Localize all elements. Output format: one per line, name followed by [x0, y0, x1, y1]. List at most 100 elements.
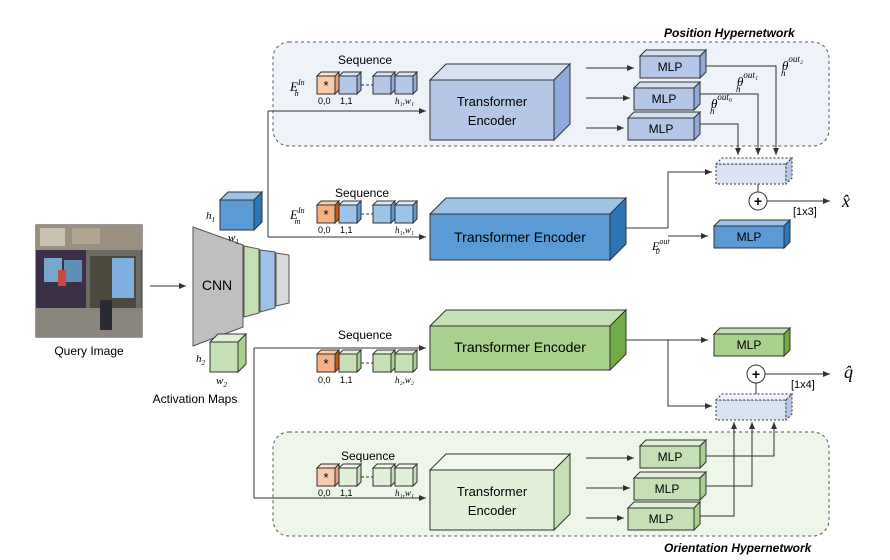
- token-star-1: *: [315, 70, 341, 96]
- svg-text:Encoder: Encoder: [468, 113, 517, 128]
- mlp1-to-params-line: [700, 93, 761, 155]
- token-last-a-4: [371, 462, 397, 488]
- svg-text:Transformer Encoder: Transformer Encoder: [454, 339, 586, 355]
- activation-map-1-cube: [218, 190, 264, 232]
- h1-label: h1: [206, 210, 215, 224]
- w1-label: w1: [228, 232, 239, 246]
- transformer-encoder-main-orientation: Transformer Encoder: [428, 308, 628, 372]
- mlp-pos-out0: MLP: [626, 110, 702, 142]
- h2-label: h2: [196, 353, 206, 367]
- svg-text:Transformer: Transformer: [457, 484, 528, 499]
- token-1-4: [337, 462, 363, 488]
- tokhw-label-3: h₂,w₂: [395, 375, 414, 385]
- svg-text:+: +: [752, 366, 760, 382]
- activation-layer-2: [259, 249, 276, 313]
- token-last-a-1: [371, 70, 397, 96]
- mlp-main-position: MLP: [712, 218, 792, 250]
- activation-maps-label: Activation Maps: [153, 392, 238, 406]
- cnn-block: [192, 226, 244, 347]
- tokhw-label-2: h₁,w₁: [395, 225, 414, 235]
- svg-text:MLP: MLP: [658, 60, 683, 74]
- activation-layer-1: [243, 245, 260, 318]
- mlp-main-orientation: MLP: [712, 326, 792, 358]
- token-star-4: *: [315, 462, 341, 488]
- size-q-label: [1x4]: [791, 379, 815, 391]
- svg-text:*: *: [323, 356, 328, 371]
- svg-text:MLP: MLP: [649, 122, 674, 136]
- transformer-encoder-orientation: Transformer Encoder: [428, 452, 572, 532]
- mlp-ori-out1: MLP: [632, 470, 708, 502]
- svg-text:MLP: MLP: [737, 338, 762, 352]
- mlp0-to-params-line: [700, 123, 741, 155]
- token-last-b-1: [393, 70, 419, 96]
- svg-text:*: *: [323, 207, 328, 222]
- mlp-ori-out2: MLP: [638, 438, 708, 470]
- tok11-label-4: 1,1: [340, 488, 353, 498]
- mlp-pos-out2: MLP: [638, 48, 708, 80]
- token-1-1: [337, 70, 363, 96]
- query-image-label: Query Image: [54, 344, 124, 358]
- position-hypernetwork-title: Position Hypernetwork: [664, 26, 796, 40]
- token-1-2: [337, 199, 363, 225]
- orientation-hypernetwork-title: Orientation Hypernetwork: [664, 541, 813, 555]
- plus-x-icon: +: [748, 191, 768, 211]
- token-last-a-3: [371, 348, 397, 374]
- tokhw-label-1: h₁,w₁: [395, 96, 414, 106]
- svg-text:MLP: MLP: [649, 512, 674, 526]
- plus-q-icon: +: [746, 364, 766, 384]
- tok00-label-1: 0,0: [318, 96, 331, 106]
- token-last-a-2: [371, 199, 397, 225]
- svg-text:MLP: MLP: [655, 482, 680, 496]
- transformer-encoder-main-position: Transformer Encoder: [428, 196, 628, 262]
- cnn-label: CNN: [202, 277, 232, 293]
- mlp2-to-params-line: [706, 65, 779, 155]
- svg-text:MLP: MLP: [652, 92, 677, 106]
- svg-text:Transformer Encoder: Transformer Encoder: [454, 229, 586, 245]
- x-hat-output: x̂: [841, 191, 850, 211]
- ori-mlp2-to-params-line: [706, 422, 777, 457]
- svg-text:*: *: [323, 470, 328, 485]
- tok00-label-2: 0,0: [318, 225, 331, 235]
- activation-layer-3: [275, 252, 290, 307]
- tok11-label-2: 1,1: [340, 225, 353, 235]
- mlp-pos-out1: MLP: [632, 80, 702, 112]
- ori-mlp0-to-params-line: [700, 422, 737, 517]
- transformer-encoder-position: Transformer Encoder: [428, 62, 572, 142]
- activation-map-2-cube: [208, 332, 248, 374]
- ori-mlp1-to-params-line: [706, 422, 755, 487]
- sequence-label-2: Sequence: [335, 186, 389, 200]
- position-params-box: [714, 156, 794, 186]
- main-ori-to-params-line: [667, 340, 712, 409]
- tok11-label-3: 1,1: [340, 375, 353, 385]
- sequence-label-4: Sequence: [341, 449, 395, 463]
- token-last-b-2: [393, 199, 419, 225]
- token-last-b-4: [393, 462, 419, 488]
- mlp-ori-out0: MLP: [626, 500, 702, 532]
- sequence-label-3: Sequence: [338, 328, 392, 342]
- svg-text:Transformer: Transformer: [457, 94, 528, 109]
- token-1-3: [337, 348, 363, 374]
- size-x-label: [1x3]: [793, 206, 817, 218]
- w2-label: w2: [216, 375, 227, 389]
- svg-text:Encoder: Encoder: [468, 503, 517, 518]
- svg-text:MLP: MLP: [737, 230, 762, 244]
- token-star-3: *: [315, 348, 341, 374]
- svg-text:MLP: MLP: [658, 450, 683, 464]
- token-last-b-3: [393, 348, 419, 374]
- sequence-label-1: Sequence: [338, 53, 392, 67]
- svg-text:+: +: [754, 193, 762, 209]
- orientation-params-box: [714, 392, 794, 422]
- tok00-label-3: 0,0: [318, 375, 331, 385]
- query-image: [35, 224, 143, 338]
- tok00-label-4: 0,0: [318, 488, 331, 498]
- tok11-label-1: 1,1: [340, 96, 353, 106]
- q-hat-output: q̂: [844, 362, 853, 382]
- main-pos-to-params-line: [667, 169, 712, 228]
